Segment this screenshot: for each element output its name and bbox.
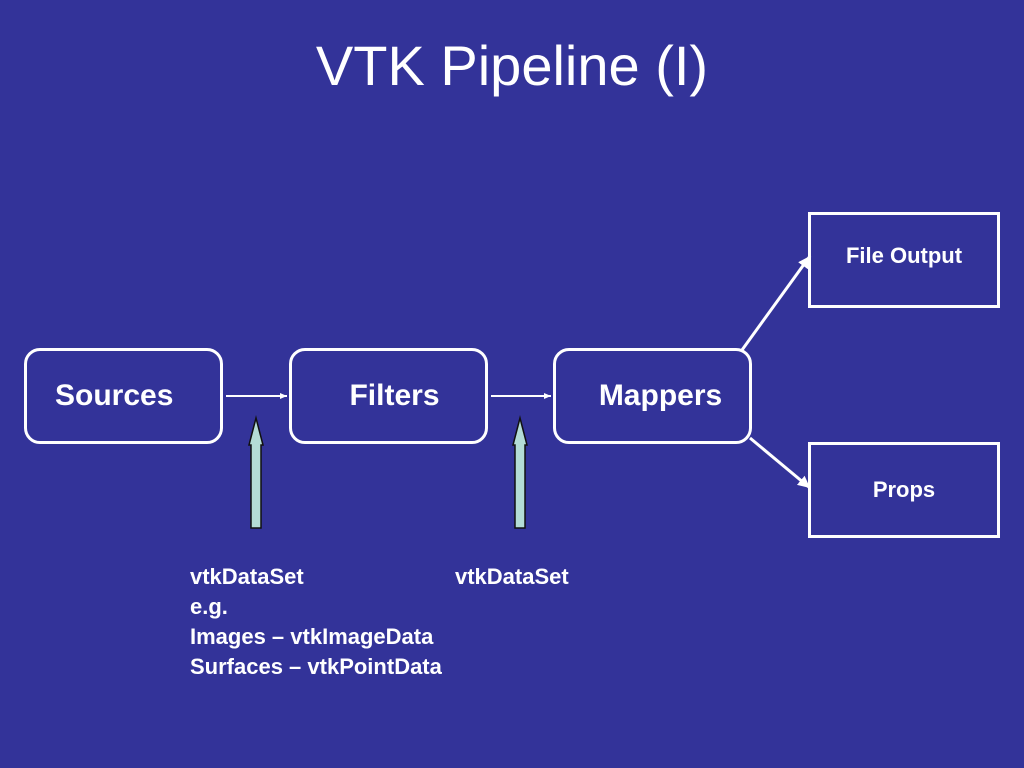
sources-label: Sources [55, 379, 174, 412]
caption-left-line: Images – vtkImageData [190, 624, 434, 649]
input-arrow-right [512, 415, 528, 529]
sources-node: Sources [24, 348, 223, 444]
arrow-mappers-to-file-output [740, 255, 812, 351]
mappers-label: Mappers [598, 379, 723, 412]
caption-right-line: vtkDataSet [455, 564, 569, 589]
slide-title: VTK Pipeline (I) [315, 34, 709, 97]
file-output-node: File Output [808, 212, 1000, 308]
filters-node: Filters [289, 348, 488, 444]
caption-left: vtkDataSet e.g. Images – vtkImageData Su… [190, 562, 442, 682]
file-output-label: File Output [845, 243, 963, 268]
caption-left-line: Surfaces – vtkPointData [190, 654, 442, 679]
props-label: Props [872, 477, 936, 502]
caption-left-line: e.g. [190, 594, 228, 619]
filters-label: Filters [349, 379, 440, 412]
arrow-mappers-to-props [749, 436, 811, 490]
caption-left-line: vtkDataSet [190, 564, 304, 589]
input-arrow-left [248, 415, 264, 529]
props-node: Props [808, 442, 1000, 538]
caption-right: vtkDataSet [455, 562, 569, 592]
mappers-node: Mappers [553, 348, 752, 444]
